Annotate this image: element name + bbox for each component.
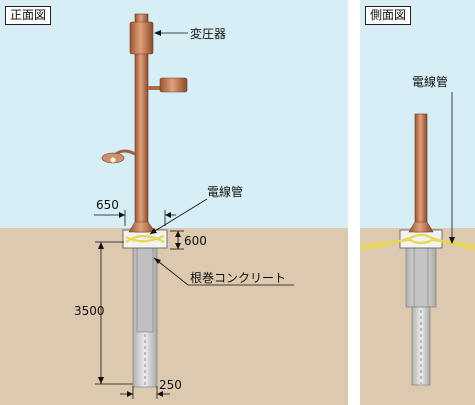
- streetlight-bulb: [110, 157, 116, 163]
- side-view-drawing: 電線管: [360, 0, 475, 405]
- dim-3500-label: 3500: [74, 304, 105, 318]
- dim-650-arrow-right: [165, 212, 171, 218]
- sky-area: [0, 0, 348, 228]
- dim-3500-arrow-bottom: [98, 377, 104, 384]
- front-view-title: 正面図: [5, 6, 52, 25]
- side-view-panel: 電線管 側面図: [360, 0, 475, 405]
- dim-3500-arrow-top: [98, 242, 104, 249]
- dim-650-label: 650: [96, 198, 119, 212]
- side-conduit-leader-arrow: [449, 237, 455, 244]
- dim-250-arrow-left: [127, 391, 133, 397]
- root-concrete-leader-arrow: [154, 258, 161, 264]
- side-embedded-pole: [413, 246, 429, 308]
- front-view-drawing: 650 600 3500 250 変圧器 電線管 根巻コンク: [0, 0, 348, 405]
- transformer-label: 変圧器: [190, 26, 226, 41]
- dim-600-label: 600: [184, 234, 207, 248]
- dim-600-arrow-bottom: [175, 243, 181, 249]
- side-conduit-line-2: [360, 238, 475, 248]
- side-view-title: 側面図: [365, 6, 412, 25]
- floodlight-lamp: [159, 77, 188, 93]
- conduit-leader: [149, 198, 208, 235]
- transformer-box: [129, 21, 154, 55]
- embedded-pole: [136, 246, 154, 333]
- root-concrete-leader: [153, 257, 294, 286]
- side-conduit-label: 電線管: [412, 74, 448, 89]
- pole-base-flare: [128, 221, 156, 233]
- conduit-line-1: [125, 234, 165, 243]
- ground-area: [0, 228, 348, 405]
- dim-250-label: 250: [159, 378, 182, 392]
- dim-600-arrow-top: [175, 231, 181, 237]
- front-view-panel: 650 600 3500 250 変圧器 電線管 根巻コンク: [0, 0, 348, 405]
- dim-650-arrow-left: [119, 212, 125, 218]
- root-concrete-label: 根巻コンクリート: [190, 271, 286, 285]
- side-pole-shaft: [414, 113, 428, 233]
- conduit-label: 電線管: [207, 184, 243, 199]
- conduit-line-2: [125, 234, 165, 243]
- dim-250-arrow-right: [157, 391, 163, 397]
- conduit-leader-arrow: [150, 228, 157, 234]
- side-conduit-line-1: [360, 233, 475, 252]
- side-pole-base: [408, 221, 434, 233]
- transformer-leader-arrow: [154, 30, 161, 36]
- floodlight-arm: [148, 86, 162, 90]
